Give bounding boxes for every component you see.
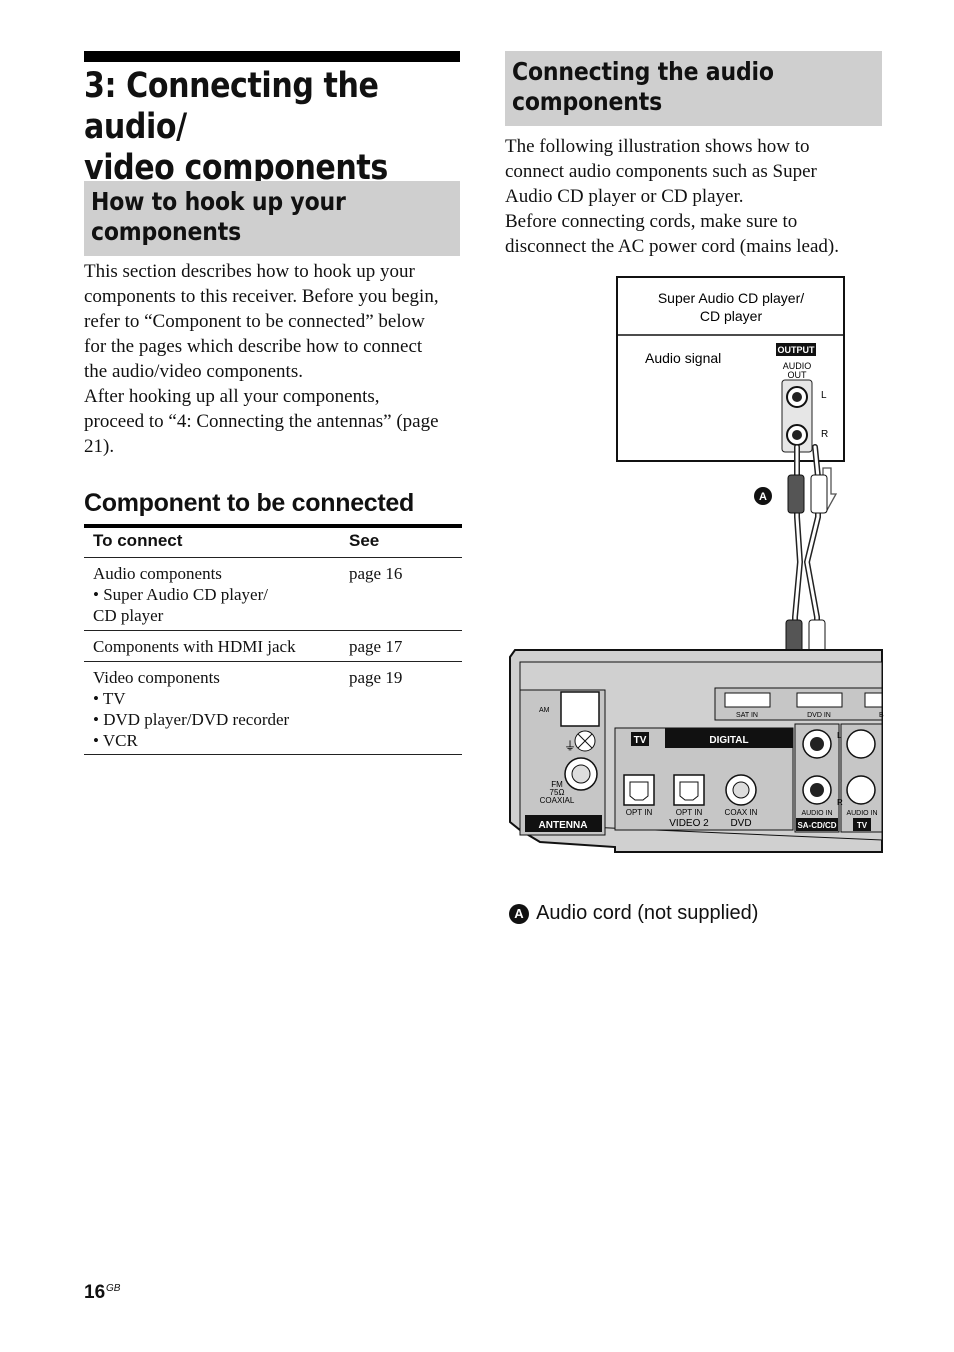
hdmi-port — [796, 692, 843, 708]
audio-signal-label: Audio signal — [645, 350, 721, 366]
am-label: AM — [539, 707, 550, 714]
opt-in-label: OPT IN — [626, 808, 653, 817]
opt-in-label: OPT IN — [676, 808, 703, 817]
dvd-label: DVD — [730, 818, 751, 829]
legend-marker: A — [509, 903, 529, 924]
hdmi-port — [724, 692, 771, 708]
audio-heading-band: Connecting the audio components — [505, 51, 882, 126]
dvd-in-label: DVD IN — [807, 712, 831, 719]
table-header-connect: To connect — [93, 531, 183, 550]
fm-label: FM — [551, 780, 563, 789]
table-divider — [84, 661, 462, 662]
table-cell-connect: Components with HDMI jack — [93, 637, 296, 656]
callout-a-text: A — [759, 491, 767, 503]
table-divider — [84, 630, 462, 631]
table-top-rule — [84, 524, 462, 528]
plug — [810, 474, 828, 514]
output-badge — [776, 343, 816, 356]
plug — [787, 474, 805, 514]
hdmi-port — [864, 692, 883, 708]
tv-badge: TV — [857, 821, 868, 830]
player-label: CD player — [700, 308, 763, 324]
antenna-badge: ANTENNA — [539, 820, 588, 831]
output-badge-text: OUTPUT — [778, 345, 816, 355]
hdmi-cut-label: B — [879, 712, 884, 719]
sacd-badge: SA-CD/CD — [797, 821, 836, 830]
callout-a — [754, 487, 772, 505]
channel-r: R — [837, 798, 843, 807]
table-bottom-rule — [84, 754, 462, 755]
table-cell-connect: Audio components • Super Audio CD player… — [93, 564, 268, 625]
table-cell-see: page 19 — [349, 668, 403, 687]
table-divider — [84, 557, 462, 558]
audio-out-label: AUDIO — [783, 361, 812, 371]
table-header-see: See — [349, 531, 380, 550]
fm-label: 75Ω — [550, 788, 565, 797]
video2-label: VIDEO 2 — [669, 818, 709, 829]
table-cell-see: page 17 — [349, 637, 403, 656]
hookup-body: This section describes how to hook up yo… — [84, 261, 439, 457]
tv-badge: TV — [634, 735, 647, 746]
channel-l: L — [837, 731, 842, 740]
page-suffix: GB — [106, 1283, 121, 1294]
audio-in-label: AUDIO IN — [801, 810, 832, 817]
chapter-top-rule — [84, 51, 460, 62]
coax-in-label: COAX IN — [725, 808, 758, 817]
player-label: Super Audio CD player/ — [658, 290, 804, 306]
hookup-heading-band: How to hook up your components — [84, 181, 460, 256]
audio-out-label: OUT — [788, 370, 808, 380]
audio-in-jack — [846, 729, 876, 759]
audio-body: The following illustration shows how to … — [505, 136, 839, 257]
connection-diagram: Super Audio CD player/ CD player Audio s… — [509, 276, 884, 853]
svg-text:⏚: ⏚ — [564, 739, 576, 753]
audio-in-jack — [846, 775, 876, 805]
legend: A Audio cord (not supplied) — [509, 902, 758, 926]
chapter-title: 3: Connecting the audio/ video component… — [84, 66, 388, 188]
legend-text: Audio cord (not supplied) — [536, 902, 759, 924]
table-cell-connect: Video components • TV • DVD player/DVD r… — [93, 668, 290, 750]
am-terminal — [560, 691, 600, 727]
table-cell-see: page 16 — [349, 564, 403, 583]
audio-heading: Connecting the audio components — [512, 57, 774, 116]
sat-in-label: SAT IN — [736, 712, 758, 719]
audio-in-label: AUDIO IN — [846, 810, 877, 817]
channel-r: R — [821, 429, 828, 440]
component-table-heading: Component to be connected — [84, 489, 415, 517]
fm-label: COAXIAL — [540, 796, 575, 805]
channel-l: L — [821, 390, 827, 401]
digital-badge: DIGITAL — [709, 735, 748, 746]
hookup-heading: How to hook up your components — [91, 187, 346, 246]
page-number: 16 — [84, 1282, 106, 1303]
